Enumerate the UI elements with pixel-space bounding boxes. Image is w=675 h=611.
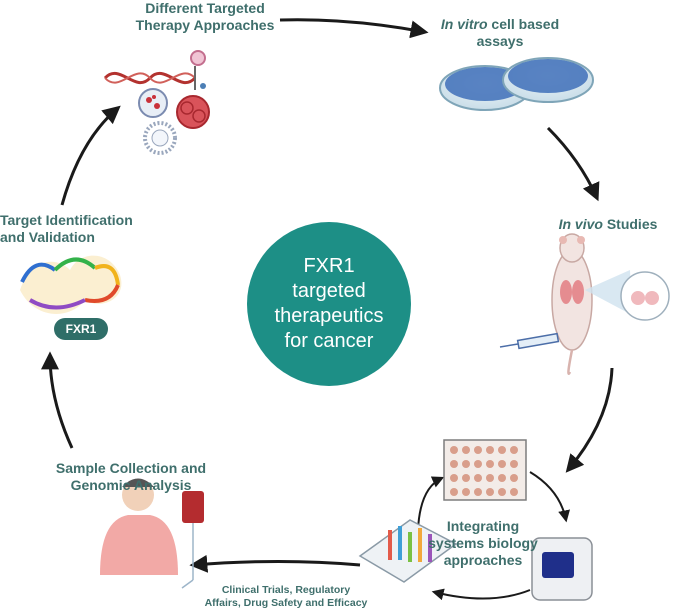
sample-collection-label: Sample Collection and Genomic Analysis [48,460,214,494]
in-vivo-italic: In vivo [558,216,603,232]
arrow-loop-bottom [431,588,531,601]
in-vitro-line-2: assays [476,33,524,49]
syringe-icon [499,332,560,350]
center-topic-text: FXR1 targeted therapeutics for cancer [274,255,384,352]
in-vitro-italic: In vitro [440,16,488,32]
arrow-target-to-therapy [60,105,121,206]
arrow-loop-up [417,476,445,531]
systems-line-1: Integrating [446,518,520,534]
systems-line-2: systems biology [428,535,538,551]
in-vivo-label: In vivo Studies [548,216,668,233]
arrow-invitro-to-invivo [546,126,600,202]
arrow-invivo-to-systems [565,367,614,473]
sample-line-2: Genomic Analysis [70,477,192,493]
fxr1-protein-label: FXR1 [54,318,108,340]
protein-aggregate-icon [176,95,210,129]
mouse-icon [551,233,593,375]
person-icon [100,478,178,575]
nanoparticle-icon [138,88,168,118]
in-vivo-rest: Studies [602,216,658,232]
liposome-icon [143,121,177,155]
blood-bag-icon [181,491,204,589]
target-line-2: and Validation [0,229,95,245]
therapy-line-1: Different Targeted [145,0,265,16]
therapy-line-2: Therapy Approaches [135,17,275,33]
sequencer-machine-icon [531,537,593,601]
center-topic-circle: FXR1 targeted therapeutics for cancer [247,222,411,386]
clinical-line-2: Affairs, Drug Safety and Efficacy [204,597,368,609]
target-line-1: Target Identification [0,212,133,228]
in-vitro-label: In vitro cell based assays [425,16,575,50]
clinical-trials-label: Clinical Trials, Regulatory Affairs, Dru… [196,584,376,610]
sample-line-1: Sample Collection and [55,460,207,476]
clinical-line-1: Clinical Trials, Regulatory [221,584,351,596]
arrow-loop-right [529,471,570,523]
well-plate-icon [443,439,527,501]
rna-hairpin-icon [190,50,206,90]
systems-line-3: approaches [443,552,523,568]
lung-zoom-icon [585,270,670,321]
petri-dish-icon [439,57,594,111]
arrow-sample-to-target [41,351,74,449]
in-vitro-rest: cell based [487,16,560,32]
arrow-systems-to-clinical [189,554,361,573]
microarray-icon [358,519,458,583]
therapy-approaches-label: Different Targeted Therapy Approaches [130,0,280,34]
dna-helix-icon [103,71,197,85]
arrow-therapy-to-invitro [279,18,429,39]
systems-biology-label: Integrating systems biology approaches [428,518,538,569]
protein-structure-icon [20,255,122,314]
target-identification-label: Target Identification and Validation [0,212,142,246]
